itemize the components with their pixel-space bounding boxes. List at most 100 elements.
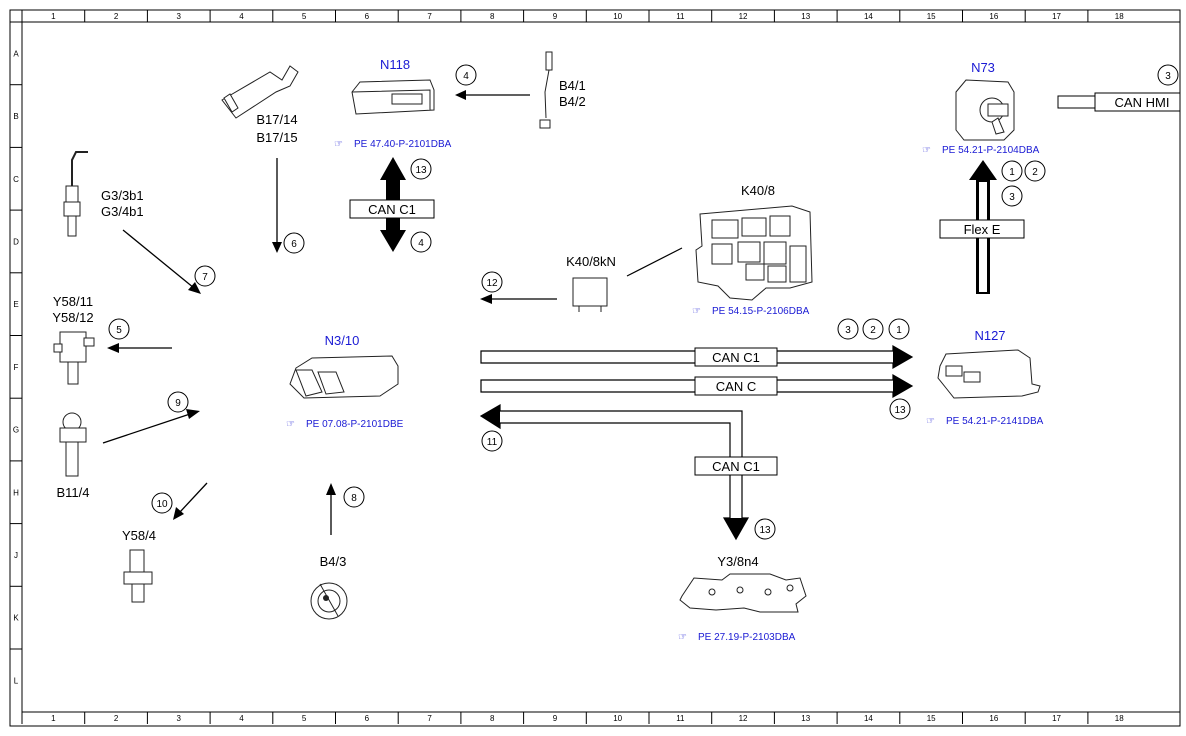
bus-arrowhead-down	[724, 518, 748, 539]
marker-13-top: 13	[410, 158, 432, 180]
n118-module-icon	[351, 79, 435, 115]
can-c1-mid-label: CAN C1	[712, 350, 760, 365]
signal-arrowhead	[326, 483, 336, 495]
marker-3-can-hmi: 3	[1157, 64, 1179, 86]
can-c1-low-box	[694, 456, 778, 476]
column-number: 4	[239, 12, 244, 21]
column-number: 13	[801, 714, 810, 723]
row-letter: G	[13, 426, 19, 435]
svg-text:PE 54.21-P-2141DBA: PE 54.21-P-2141DBA	[946, 416, 1044, 427]
signal-arrowhead	[455, 90, 466, 100]
row-letter: E	[13, 300, 18, 309]
reference-hand-icon: ☞	[922, 145, 931, 156]
column-number: 3	[177, 714, 182, 723]
marker-13-n127: 13	[889, 398, 911, 420]
marker-11: 11	[481, 430, 503, 452]
bus-arrowhead	[893, 375, 912, 397]
marker-1-n127: 1	[888, 318, 910, 340]
b17-15-label: B17/15	[256, 130, 297, 145]
svg-text:13: 13	[759, 525, 771, 536]
can-c1-arrow-up	[380, 157, 406, 200]
reference-hand-icon: ☞	[678, 632, 687, 643]
n3-10-ref-link[interactable]: ☞ PE 07.08-P-2101DBE	[286, 419, 404, 430]
flex-e-label: Flex E	[964, 222, 1001, 237]
column-number: 2	[114, 12, 119, 21]
row-letter: A	[13, 49, 19, 58]
can-c1-top-label: CAN C1	[368, 202, 416, 217]
b4-3-label: B4/3	[320, 554, 347, 569]
reference-hand-icon: ☞	[334, 139, 343, 150]
row-letter: C	[13, 175, 19, 184]
k40-8-label: K40/8	[741, 183, 775, 198]
k40-8kn-label: K40/8kN	[566, 254, 616, 269]
svg-text:2: 2	[1032, 167, 1038, 178]
column-number: 9	[553, 714, 558, 723]
n127-ref-link[interactable]: ☞ PE 54.21-P-2141DBA	[926, 416, 1044, 427]
svg-text:PE 54.15-P-2106DBA: PE 54.15-P-2106DBA	[712, 306, 810, 317]
svg-text:6: 6	[291, 239, 297, 250]
n73-ref-link[interactable]: ☞ PE 54.21-P-2104DBA	[922, 145, 1040, 156]
column-number: 10	[613, 12, 622, 21]
marker-1-n73: 1	[1001, 160, 1023, 182]
signal-line-g3	[122, 229, 195, 289]
svg-text:4: 4	[418, 238, 424, 249]
svg-text:1: 1	[1009, 167, 1015, 178]
n127-label: N127	[974, 328, 1005, 343]
row-letter: K	[13, 614, 19, 623]
column-number: 4	[239, 714, 244, 723]
svg-text:PE 27.19-P-2103DBA: PE 27.19-P-2103DBA	[698, 632, 796, 643]
marker-7: 7	[194, 265, 216, 287]
marker-2-n73: 2	[1024, 160, 1046, 182]
column-number: 11	[676, 12, 685, 21]
column-number: 10	[613, 714, 622, 723]
b17-14-label: B17/14	[256, 112, 297, 127]
column-number: 12	[739, 714, 748, 723]
b4-2-label: B4/2	[559, 94, 586, 109]
n118-ref-link[interactable]: ☞ PE 47.40-P-2101DBA	[334, 139, 452, 150]
row-letter: H	[13, 488, 19, 497]
svg-text:PE 54.21-P-2104DBA: PE 54.21-P-2104DBA	[942, 145, 1040, 156]
marker-8: 8	[343, 486, 365, 508]
svg-text:5: 5	[116, 325, 122, 336]
column-number: 14	[864, 12, 873, 21]
can-c1-low-label: CAN C1	[712, 459, 760, 474]
svg-text:13: 13	[415, 165, 427, 176]
marker-4-n118: 4	[455, 64, 477, 86]
svg-text:3: 3	[1009, 192, 1015, 203]
column-number: 17	[1052, 714, 1061, 723]
can-hmi-label: CAN HMI	[1115, 95, 1170, 110]
svg-text:11: 11	[487, 437, 498, 448]
can-hmi-box	[1094, 92, 1181, 112]
k40-8-ref-link[interactable]: ☞ PE 54.15-P-2106DBA	[692, 306, 810, 317]
column-number: 8	[490, 714, 495, 723]
marker-3-n127: 3	[837, 318, 859, 340]
marker-12: 12	[481, 271, 503, 293]
column-number: 16	[989, 714, 998, 723]
ignition-switch-icon	[955, 79, 1015, 141]
can-c1-mid-box	[694, 347, 778, 367]
drawing-area-border	[21, 21, 1181, 713]
signal-arrowhead	[480, 294, 492, 304]
column-number: 17	[1052, 12, 1061, 21]
reference-hand-icon: ☞	[692, 306, 701, 317]
signal-arrowhead	[173, 507, 184, 520]
marker-3-n73: 3	[1001, 185, 1023, 207]
fuel-level-sensor-icon	[539, 51, 553, 129]
transmission-control-unit-icon	[679, 573, 807, 613]
column-number: 5	[302, 714, 307, 723]
svg-text:PE 47.40-P-2101DBA: PE 47.40-P-2101DBA	[354, 139, 452, 150]
b4-1-label: B4/1	[559, 78, 586, 93]
column-number: 7	[427, 12, 432, 21]
svg-text:2: 2	[870, 325, 876, 336]
marker-10: 10	[151, 492, 173, 514]
y3-8n4-ref-link[interactable]: ☞ PE 27.19-P-2103DBA	[678, 632, 796, 643]
powertrain-control-unit-icon	[937, 349, 1041, 399]
signal-arrowhead	[107, 343, 119, 353]
signal-line-y58-4	[179, 482, 208, 513]
flex-e-box	[939, 219, 1025, 239]
marker-2-n127: 2	[862, 318, 884, 340]
reference-hand-icon: ☞	[286, 419, 295, 430]
